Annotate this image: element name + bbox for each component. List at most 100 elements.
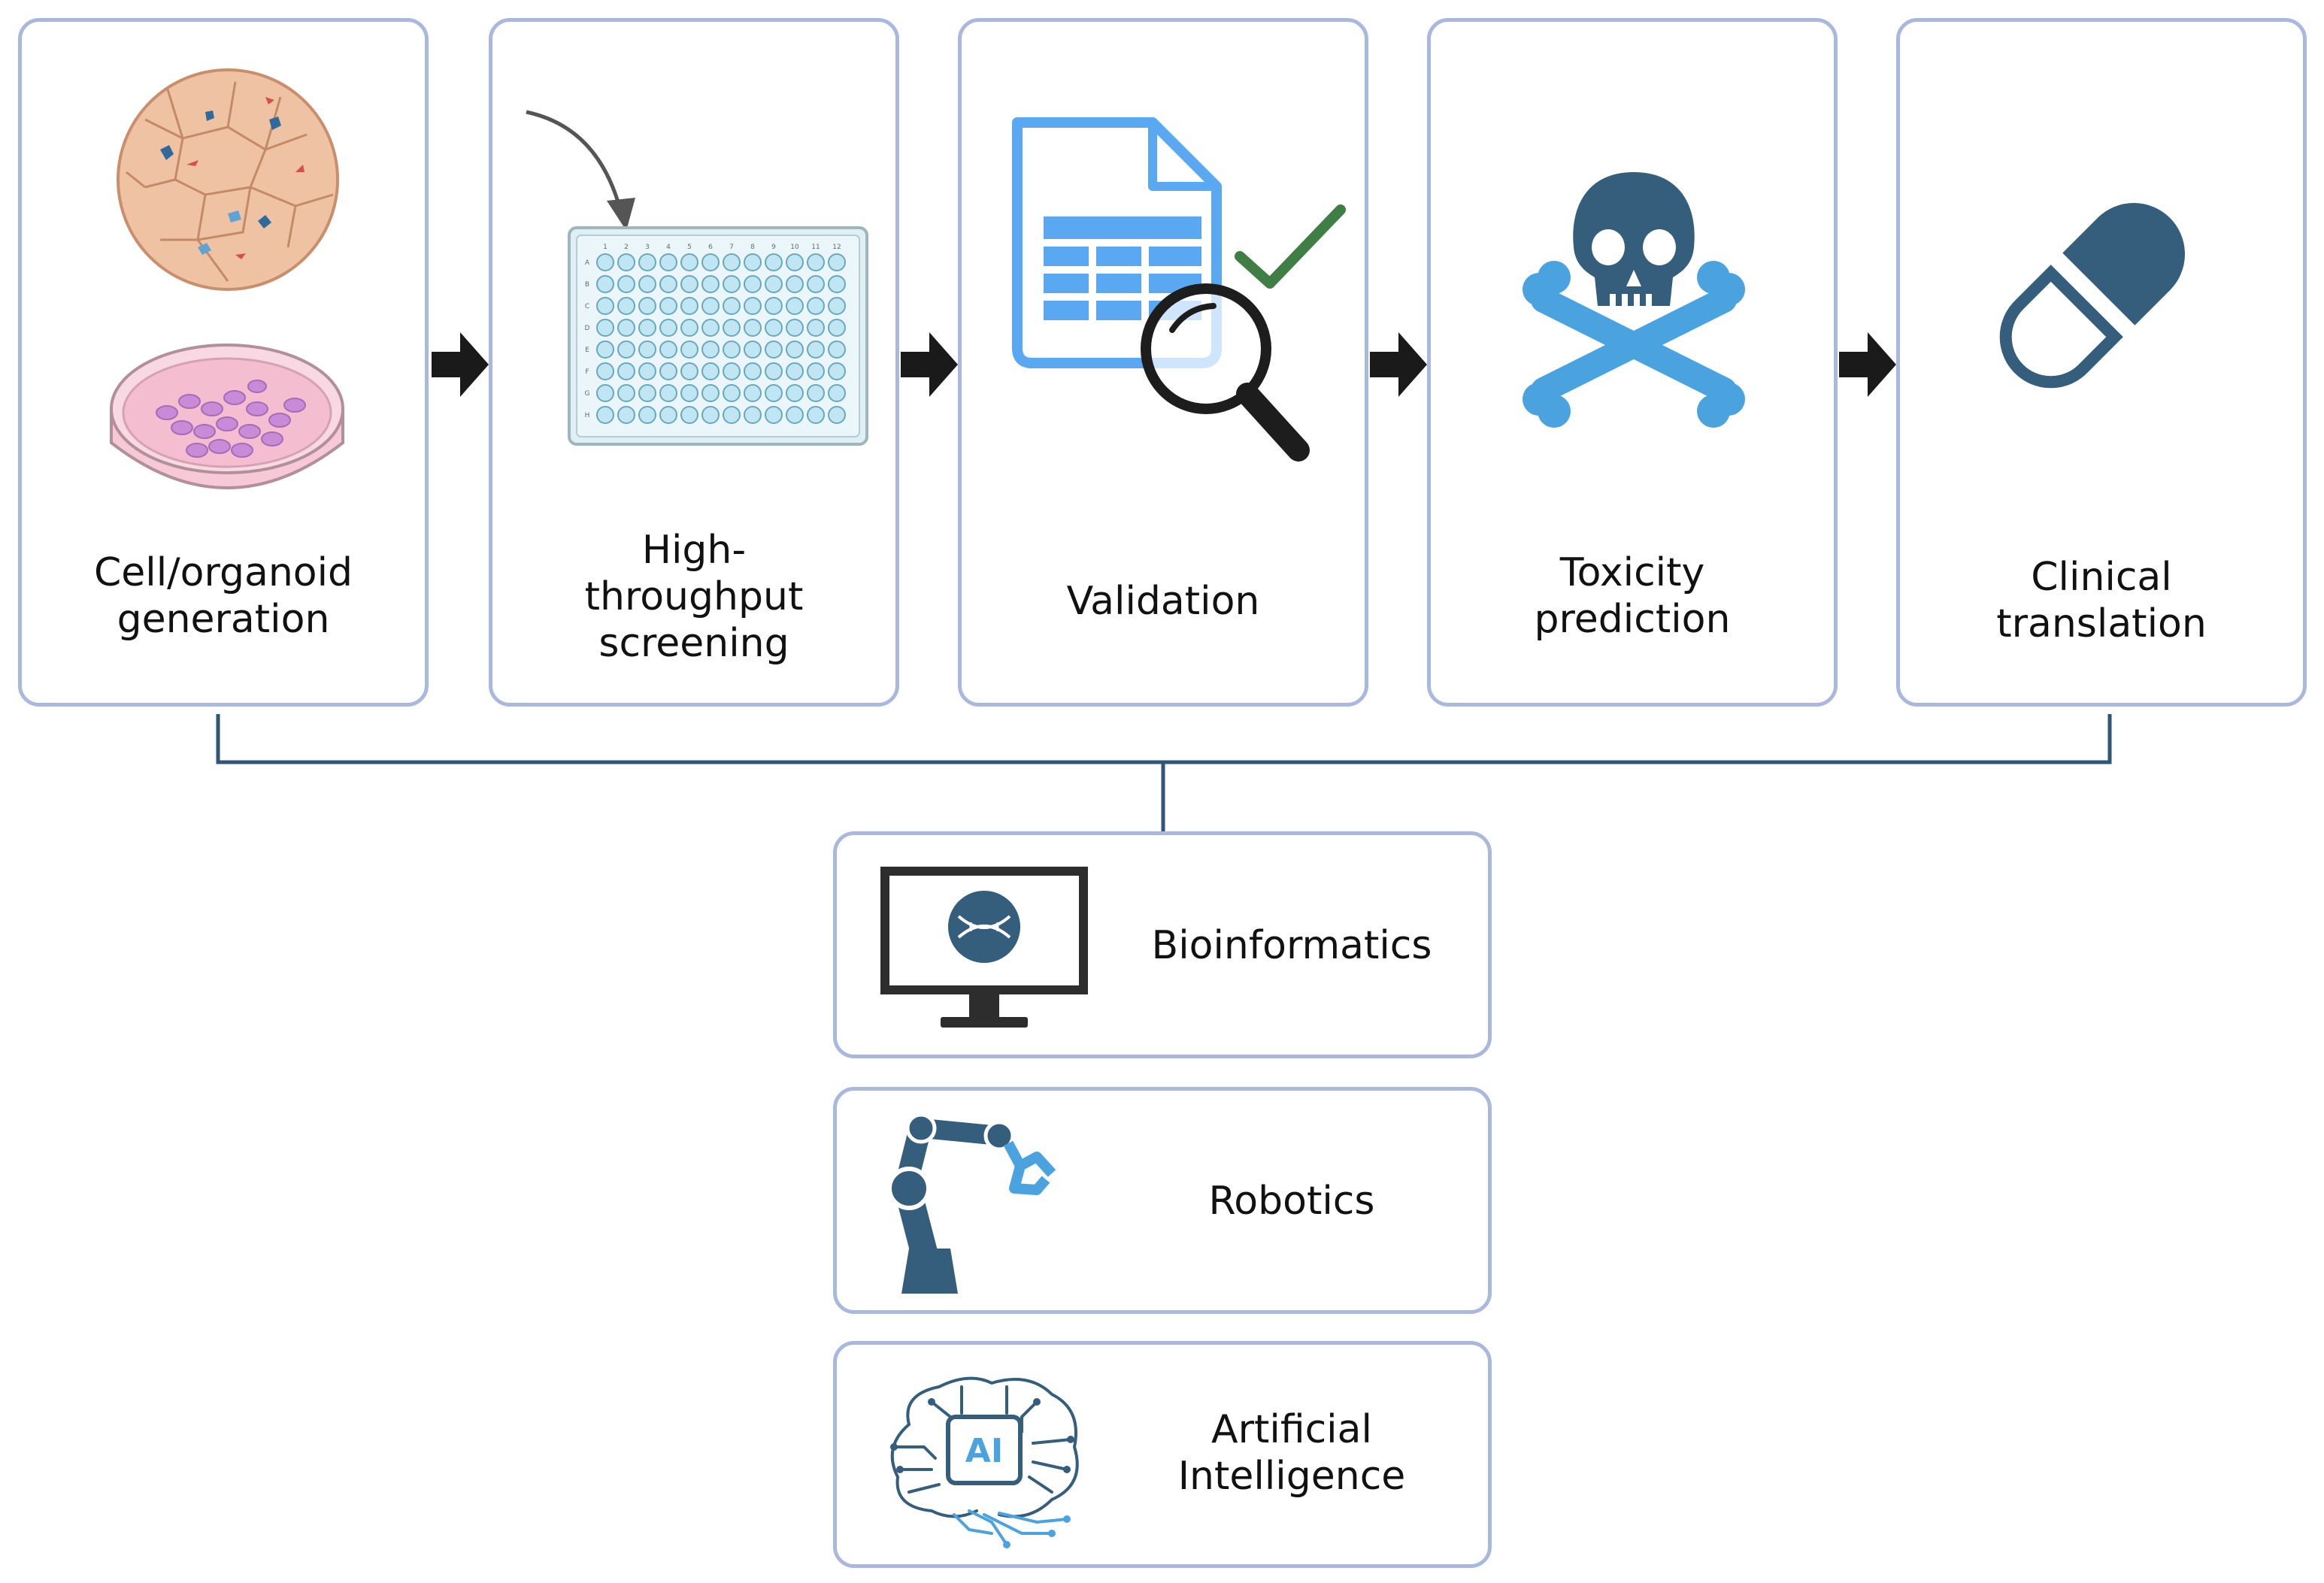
plate-well — [828, 319, 846, 337]
magnifier-icon — [1141, 283, 1310, 462]
plate-well — [638, 384, 656, 402]
skull-crossbones-icon — [1523, 172, 1745, 428]
plate-well — [765, 384, 783, 402]
plate-well — [638, 406, 656, 424]
plate-well — [786, 253, 804, 271]
plate-well — [680, 362, 698, 380]
plate-well — [659, 406, 677, 424]
plate-column-label: 2 — [624, 244, 629, 251]
plate-well — [659, 253, 677, 271]
plate-well — [765, 253, 783, 271]
plate-column-label: 12 — [832, 244, 841, 251]
plate-well — [701, 341, 720, 359]
plate-column-label: 8 — [750, 244, 755, 251]
plate-row-label: C — [585, 303, 589, 310]
plate-well — [807, 406, 825, 424]
plate-well — [744, 253, 762, 271]
plate-well — [680, 341, 698, 359]
plate-well — [680, 406, 698, 424]
plate-well — [701, 362, 720, 380]
plate-well — [617, 275, 635, 293]
plate-column-label: 6 — [708, 244, 713, 251]
plate-well — [744, 406, 762, 424]
robotic-arm-icon — [887, 1112, 1056, 1294]
plate-well — [807, 253, 825, 271]
plate-well — [744, 275, 762, 293]
plate-well — [807, 319, 825, 337]
stage-clinical-translation: Clinical translation — [1896, 18, 2307, 707]
tool-bioinformatics: Bioinformatics — [833, 831, 1492, 1058]
plate-well — [617, 384, 635, 402]
plate-well — [723, 253, 741, 271]
plate-well — [765, 341, 783, 359]
arrow-right-icon — [1839, 332, 1896, 397]
plate-well — [723, 319, 741, 337]
well-plate-icon: 1 2 3 4 5 6 7 8 9 10 11 12 A B C D E F G… — [568, 226, 868, 446]
plate-row-label: A — [585, 259, 590, 267]
plate-well — [638, 319, 656, 337]
plate-column-label: 11 — [811, 244, 820, 251]
plate-column-label: 4 — [666, 244, 671, 251]
plate-well — [786, 275, 804, 293]
stage-label: Clinical translation — [1996, 555, 2207, 646]
pill-capsule-icon — [1999, 203, 2185, 389]
plate-well — [638, 362, 656, 380]
plate-well — [701, 253, 720, 271]
stage-label: High- throughput screening — [584, 528, 804, 666]
stage-high-throughput-screening: 1 2 3 4 5 6 7 8 9 10 11 12 A B C D E F G… — [489, 18, 899, 707]
plate-well — [701, 319, 720, 337]
plate-well — [680, 297, 698, 315]
plate-well — [659, 341, 677, 359]
plate-well — [723, 362, 741, 380]
tool-label: Bioinformatics — [1151, 923, 1432, 968]
connector-bracket — [216, 714, 2112, 831]
plate-row-label: H — [585, 412, 590, 419]
plate-well — [596, 275, 614, 293]
plate-well — [638, 253, 656, 271]
plate-well — [786, 362, 804, 380]
stage-validation: Validation — [958, 18, 1368, 707]
plate-well — [828, 362, 846, 380]
plate-well — [680, 275, 698, 293]
plate-well — [617, 362, 635, 380]
plate-well — [786, 297, 804, 315]
plate-well — [723, 406, 741, 424]
organoid-icon — [117, 68, 339, 291]
ai-chip-label: AI — [965, 1432, 1003, 1470]
plate-well — [638, 341, 656, 359]
arrow-right-icon — [432, 332, 489, 397]
plate-well — [765, 406, 783, 424]
plate-column-label: 1 — [603, 244, 608, 251]
plate-well — [828, 384, 846, 402]
plate-well — [596, 406, 614, 424]
plate-well — [828, 341, 846, 359]
plate-well — [828, 406, 846, 424]
plate-well — [786, 384, 804, 402]
plate-well — [596, 319, 614, 337]
plate-well — [596, 341, 614, 359]
ai-brain-circuit-icon: AI — [890, 1376, 1079, 1548]
plate-well — [680, 319, 698, 337]
plate-well — [659, 297, 677, 315]
plate-well — [659, 384, 677, 402]
plate-well — [596, 297, 614, 315]
plate-well — [596, 253, 614, 271]
plate-well — [828, 275, 846, 293]
plate-row-labels: A B C D E F G H — [585, 259, 590, 419]
plate-column-label: 3 — [645, 244, 650, 251]
plate-well — [617, 253, 635, 271]
plate-well — [659, 319, 677, 337]
plate-well — [744, 319, 762, 337]
plate-well — [723, 384, 741, 402]
plate-well — [680, 384, 698, 402]
plate-column-label: 5 — [687, 244, 692, 251]
plate-well — [617, 297, 635, 315]
plate-well — [744, 297, 762, 315]
plate-well — [807, 297, 825, 315]
tool-robotics: Robotics — [833, 1087, 1492, 1314]
plate-row-label: E — [585, 347, 589, 354]
tool-label: Robotics — [1208, 1179, 1375, 1224]
plate-well — [807, 384, 825, 402]
pipette-arrow-icon — [526, 110, 635, 231]
plate-column-labels: 1 2 3 4 5 6 7 8 9 10 11 12 — [603, 244, 841, 251]
